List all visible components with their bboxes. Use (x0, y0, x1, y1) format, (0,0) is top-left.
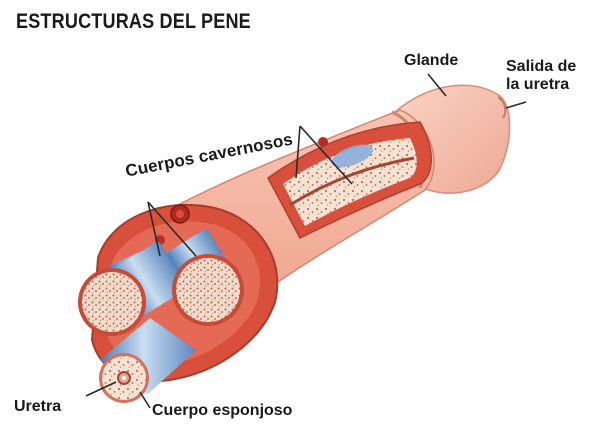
corpus-cavernosum-left (78, 241, 187, 336)
leader-cavernosos-right (147, 201, 197, 257)
label-cuerpo-esponjoso: Cuerpo esponjoso (152, 402, 293, 419)
leader-cavernosos-left (147, 201, 161, 257)
leader-glande (427, 73, 447, 97)
leader-cuerpo-esponjoso (139, 391, 151, 409)
label-uretra: Uretra (14, 398, 62, 415)
leader-lines (85, 73, 527, 409)
corpus-spongiosum (99, 318, 196, 403)
leader-cavernosos-window-1 (295, 125, 301, 179)
corpus-cavernosum-right (167, 229, 244, 326)
leader-salida-uretra (505, 101, 527, 109)
leader-cavernosos-window-2 (299, 125, 353, 185)
label-salida-line2: la uretra (506, 75, 570, 93)
diagram-title: ESTRUCTURAS DEL PENE (16, 10, 251, 33)
label-salida-line1: Salida de (506, 58, 577, 75)
leader-uretra (85, 381, 117, 397)
label-salida-uretra: Salida de la uretra (506, 58, 576, 93)
label-glande: Glande (404, 52, 459, 69)
